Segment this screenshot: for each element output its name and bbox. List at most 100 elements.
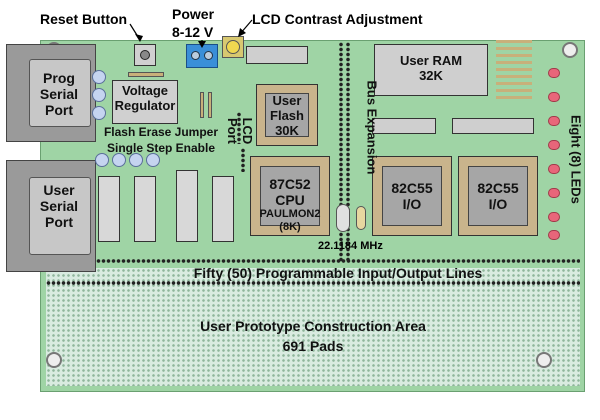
io-header-row-2 [46, 280, 580, 286]
cpu-label: 87C52 CPU [260, 176, 320, 208]
bus-expansion-header-col1 [338, 42, 344, 262]
prog-serial-port-label: Prog Serial Port [34, 70, 84, 118]
user-serial-line-1: User [43, 182, 75, 198]
capacitor [112, 153, 126, 167]
capacitor [92, 106, 106, 120]
eight-leds-label: Eight (8) LEDs [568, 115, 584, 204]
power-voltage-label: 8-12 V [172, 24, 214, 40]
led [548, 188, 560, 198]
potentiometer-knob [226, 40, 240, 54]
user-flash-line-1: User [272, 93, 302, 108]
user-flash-chip [256, 84, 318, 146]
io-chip-2-line-1: 82C55 [477, 180, 519, 196]
flash-erase-jumper-label: Flash Erase Jumper [103, 125, 219, 139]
user-ram-line-1: User RAM [399, 53, 463, 68]
screw-terminal [191, 51, 200, 60]
cpu-line-1: 87C52 [269, 176, 311, 192]
prog-serial-line-3: Port [45, 102, 73, 119]
reset-button-cap [140, 50, 150, 60]
mounting-hole-bottom-right [536, 352, 552, 368]
led [548, 68, 560, 78]
led [548, 164, 560, 174]
user-ram-line-2: 32K [419, 67, 443, 83]
paulmon-line-1: PAULMON2 [259, 208, 321, 220]
logic-chip [134, 176, 156, 242]
prog-serial-port-connector [6, 44, 96, 142]
lcd-contrast-label: LCD Contrast Adjustment [252, 11, 423, 27]
user-serial-port-connector [6, 160, 96, 272]
io-chip-2-die [468, 166, 528, 226]
capacitor [129, 153, 143, 167]
io-chip-1-line-1: 82C55 [391, 180, 433, 196]
resistor [208, 92, 212, 118]
user-serial-line-2: Serial [39, 198, 79, 215]
voltage-regulator-label: Voltage Regulator [112, 83, 178, 114]
cpu-line-2: CPU [275, 192, 305, 209]
screw-terminal [204, 51, 213, 60]
reset-button-label: Reset Button [40, 11, 128, 27]
led [548, 92, 560, 102]
cpu-chip [250, 156, 330, 236]
paulmon-line-2: (8K) [279, 220, 301, 233]
capacitor [356, 206, 366, 230]
io-chip-2-label: 82C55 I/O [468, 180, 528, 212]
io-chip-2-line-2: I/O [488, 196, 508, 213]
io-chip-1 [372, 156, 452, 236]
io-chip-1-label: 82C55 I/O [382, 180, 442, 212]
reset-button[interactable] [134, 44, 156, 66]
crystal-oscillator [336, 204, 350, 232]
power-label: Power [172, 6, 215, 22]
user-serial-port-label: User Serial Port [34, 182, 84, 230]
prototype-area [46, 268, 580, 386]
logic-chip [452, 118, 534, 134]
capacitor [92, 70, 106, 84]
user-flash-line-3: 30K [275, 122, 299, 138]
user-flash-line-2: Flash [270, 107, 304, 123]
led [548, 230, 560, 240]
resistor [128, 72, 164, 77]
cpu-die [260, 166, 320, 226]
user-serial-line-3: Port [45, 214, 73, 231]
single-step-enable-label: Single Step Enable [106, 141, 216, 155]
io-header-row-1 [96, 258, 580, 264]
resistor [200, 92, 204, 118]
user-flash-die [265, 93, 309, 137]
prog-serial-line-1: Prog [43, 70, 75, 86]
logic-chip [176, 170, 198, 242]
prog-serial-line-2: Serial [39, 86, 79, 103]
capacitor [95, 153, 109, 167]
lcd-contrast-potentiometer[interactable] [222, 36, 244, 58]
mounting-hole-top-right [562, 42, 578, 58]
io-lines-label: Fifty (50) Programmable Input/Output Lin… [193, 265, 483, 281]
user-ram-chip [374, 44, 488, 96]
logic-chip [98, 176, 120, 242]
jumper-header [240, 148, 246, 172]
mounting-hole-bottom-left [46, 352, 62, 368]
prototype-pads-label: 691 Pads [282, 338, 344, 354]
led [548, 116, 560, 126]
capacitor [146, 153, 160, 167]
lcd-port-header [236, 112, 242, 144]
crystal-frequency-label: 22.1184 MHz [318, 240, 383, 252]
logic-chip [372, 118, 436, 134]
voltage-regulator [112, 80, 178, 124]
io-chip-1-line-2: I/O [402, 196, 422, 213]
io-chip-2 [458, 156, 538, 236]
user-serial-port-shell [29, 177, 91, 255]
led [548, 212, 560, 222]
capacitor [92, 88, 106, 102]
led [548, 140, 560, 150]
prototype-area-label: User Prototype Construction Area [200, 318, 426, 334]
bus-expansion-label: Bus Expansion [364, 80, 380, 175]
prog-serial-port-shell [29, 59, 91, 127]
voltage-regulator-line-2: Regulator [114, 97, 176, 113]
user-flash-label: User Flash 30K [264, 93, 310, 139]
voltage-regulator-line-1: Voltage [122, 83, 168, 98]
paulmon-label: PAULMON2 (8K) [252, 208, 328, 233]
logic-chip [246, 46, 308, 64]
user-ram-label: User RAM 32K [374, 53, 488, 84]
logic-chip [212, 176, 234, 242]
bus-expansion-header-col2 [345, 42, 351, 262]
resistor-array [496, 40, 532, 100]
